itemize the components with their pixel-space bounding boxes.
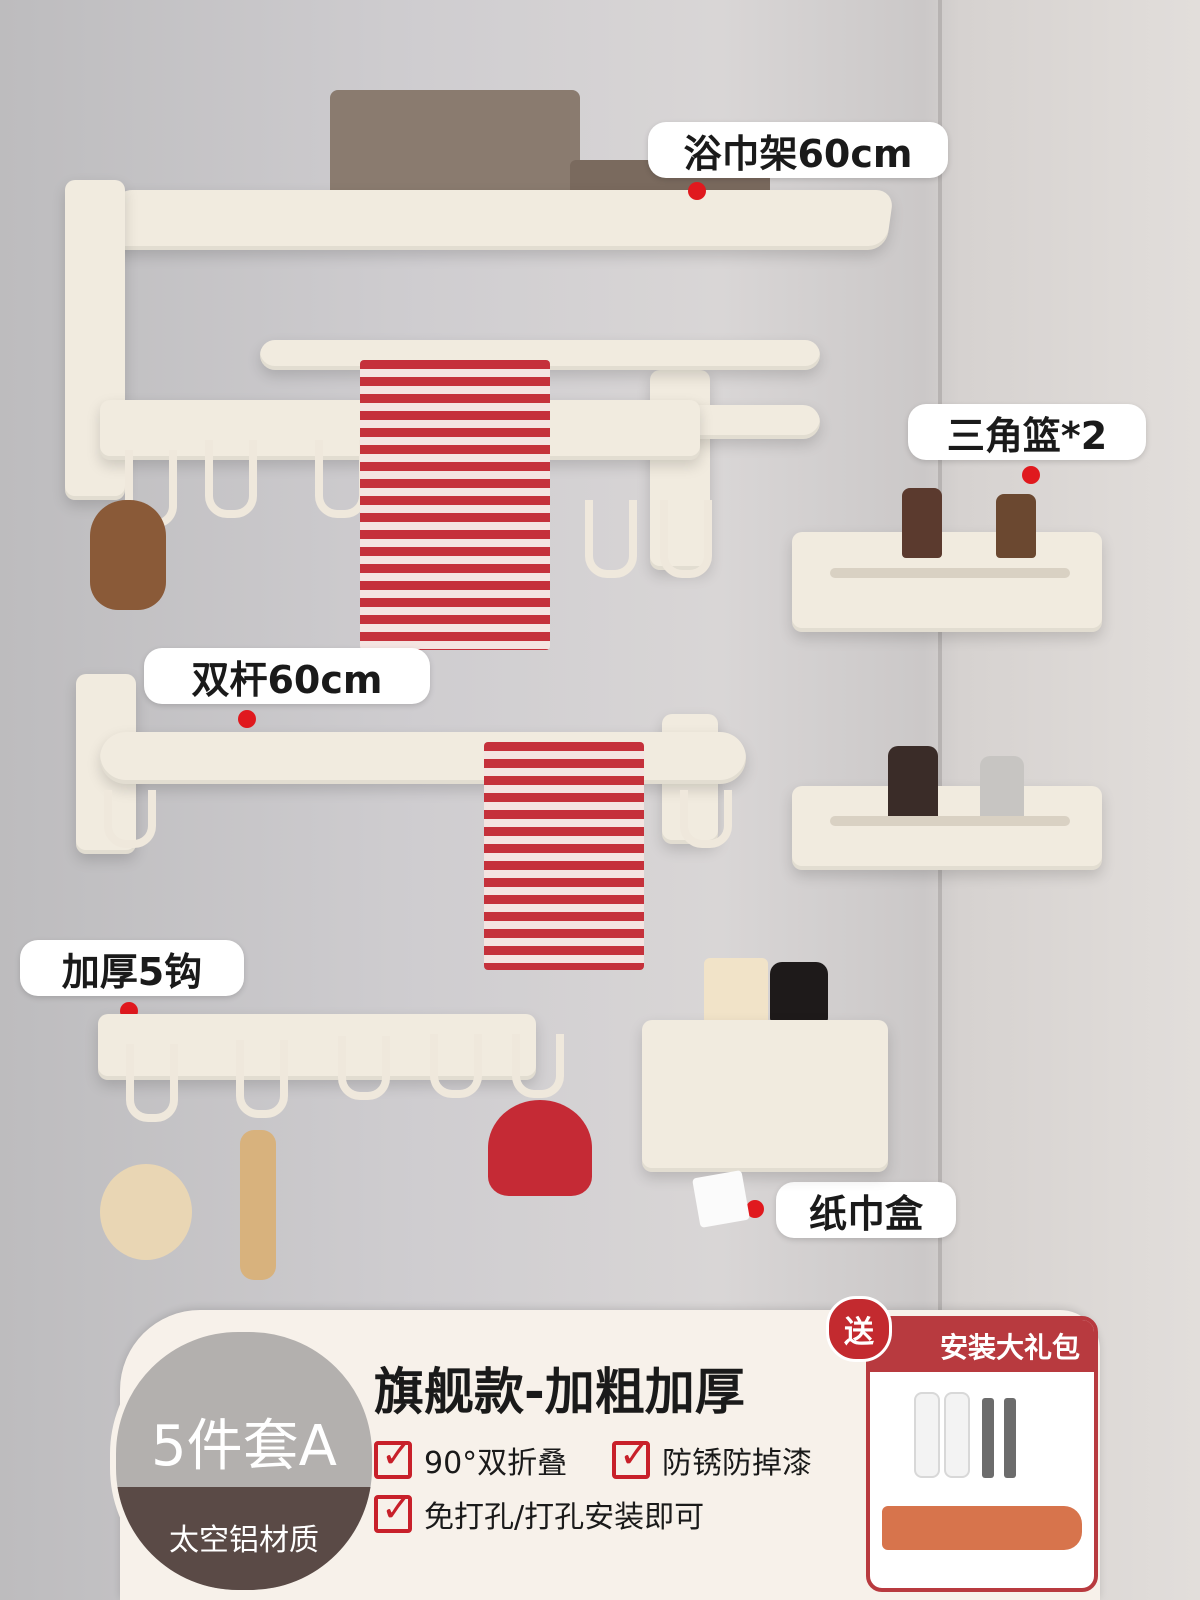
striped-towel-icon <box>484 742 644 970</box>
anchor-plug-icon <box>944 1392 970 1478</box>
tissue-box-label: 纸巾盒 <box>776 1182 956 1238</box>
feature-text: 免打孔/打孔安装即可 <box>424 1500 705 1535</box>
hook-icon <box>236 1040 288 1118</box>
feature-item: ✓ 90°双折叠 <box>374 1435 568 1482</box>
bottle-icon <box>980 756 1024 826</box>
glue-tube-icon <box>882 1506 1082 1550</box>
umbrella-icon <box>488 1100 592 1196</box>
feature-item: ✓ 防锈防掉漆 <box>612 1435 812 1482</box>
hook-icon <box>585 500 637 578</box>
material-text: 太空铝材质 <box>116 1487 372 1590</box>
tissue-icon <box>692 1170 750 1228</box>
hook-icon <box>104 790 156 848</box>
triangle-basket-bottom <box>792 786 1102 870</box>
anchor-plug-icon <box>914 1392 940 1478</box>
towel-rack-marker <box>688 182 706 200</box>
bottle-icon <box>996 494 1036 558</box>
hook-icon <box>126 1044 178 1122</box>
towel-rack-label: 浴巾架60cm <box>648 122 948 178</box>
wall-corner <box>938 0 942 1320</box>
hook-icon <box>512 1034 564 1098</box>
bottle-icon <box>902 488 942 558</box>
bottle-icon <box>888 746 938 826</box>
check-icon: ✓ <box>374 1489 413 1533</box>
gift-pack-card: 安装大礼包 <box>866 1316 1098 1592</box>
gift-seal: 送 <box>826 1296 892 1362</box>
hook-icon <box>660 500 712 578</box>
triangle-basket-marker <box>1022 466 1040 484</box>
screw-icon <box>982 1398 994 1478</box>
hooks-label: 加厚5钩 <box>20 940 244 996</box>
feature-text: 90°双折叠 <box>424 1446 568 1481</box>
hook-icon <box>338 1036 390 1100</box>
triangle-basket-label: 三角篮*2 <box>908 404 1146 460</box>
tissue-box <box>642 1020 888 1172</box>
top-shelf <box>105 190 895 250</box>
diffuser-icon <box>770 962 828 1024</box>
gift-title: 安装大礼包 <box>870 1320 1094 1372</box>
tissue-box-marker <box>746 1200 764 1218</box>
candle-icon <box>704 958 768 1032</box>
feature-item: ✓ 免打孔/打孔安装即可 <box>374 1489 705 1536</box>
check-icon: ✓ <box>374 1435 413 1479</box>
set-name: 5件套A <box>151 1414 337 1479</box>
double-bar-marker <box>238 710 256 728</box>
plush-toy-icon <box>90 500 166 610</box>
check-icon: ✓ <box>612 1435 651 1479</box>
storage-basket-icon <box>330 90 580 200</box>
sponge-icon <box>100 1164 192 1260</box>
hook-icon <box>680 790 732 848</box>
hook-icon <box>430 1034 482 1098</box>
basket-slot <box>830 816 1070 826</box>
hook-icon <box>205 440 257 518</box>
double-bar-rail <box>100 732 746 784</box>
double-bar-label: 双杆60cm <box>144 648 430 704</box>
striped-towel-icon <box>360 360 550 650</box>
screw-icon <box>1004 1398 1016 1478</box>
feature-text: 防锈防掉漆 <box>662 1446 812 1481</box>
set-badge: 5件套A 太空铝材质 <box>110 1326 378 1596</box>
brush-icon <box>240 1130 276 1280</box>
banner-title: 旗舰款-加粗加厚 <box>374 1363 745 1421</box>
basket-slot <box>830 568 1070 578</box>
triangle-basket-top <box>792 532 1102 632</box>
